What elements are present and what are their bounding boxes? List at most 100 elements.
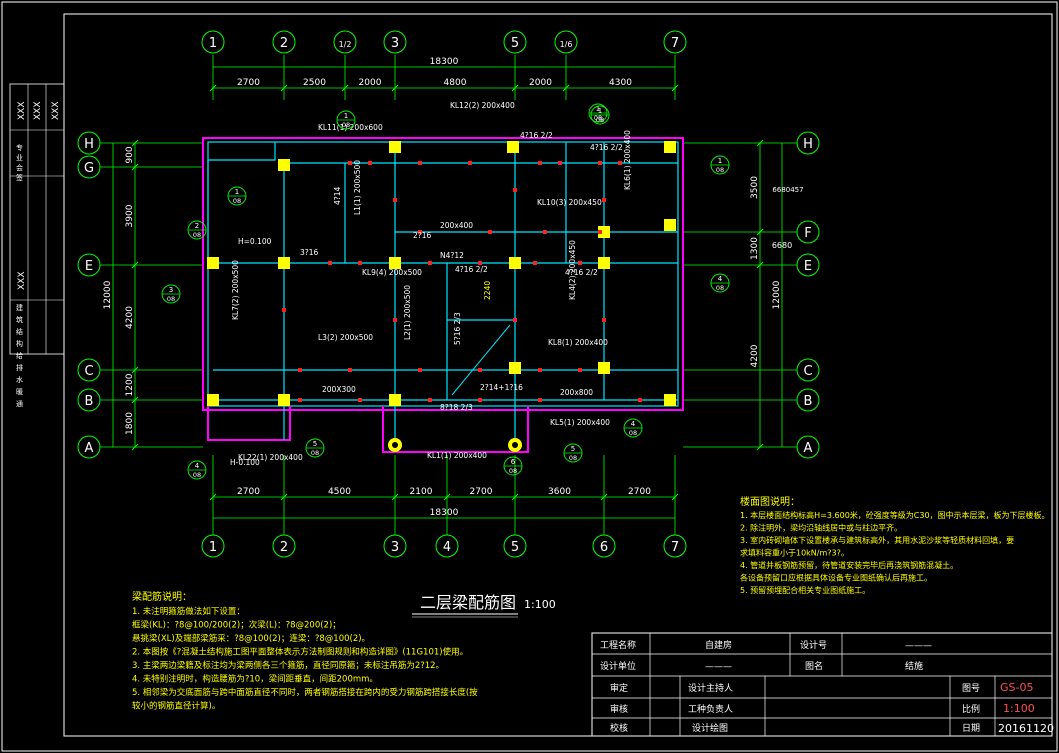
beam-annotation: N4?12	[440, 251, 464, 260]
beam-annotation: 4?16 2/2	[565, 268, 598, 277]
column	[598, 257, 610, 269]
detail-bubble-num: 5	[313, 440, 317, 448]
tb-project-name: 自建房	[705, 639, 732, 651]
dimension-tick	[391, 493, 399, 501]
plan-notes-line: 各设备预留口应根据具体设备专业图纸确认后再施工。	[740, 573, 932, 583]
dimension-tick	[391, 84, 399, 92]
beam-annotation: 200x400	[440, 221, 473, 230]
detail-bubble-num: 1	[235, 188, 239, 196]
dimension-tick	[280, 493, 288, 501]
detail-bubble-sheet: 08	[596, 116, 604, 124]
title-block: 工程名称 自建房 设计号 ——— 设计单位 ——— 图名 结施 审定 设计主持人…	[591, 632, 1054, 737]
detail-bubble-num: 1	[344, 112, 348, 120]
axis-label-top: 2	[280, 36, 288, 51]
axis-bubble-right	[796, 388, 820, 412]
beam-annotation: KL22(1) 200x400	[238, 453, 303, 462]
tb-drawing-label: 图名	[805, 660, 823, 672]
axis-label-left: B	[85, 394, 94, 409]
detail-bubble-sheet: 08	[193, 471, 201, 479]
rebar-mark	[488, 230, 492, 234]
axis-label-top: 1/6	[560, 40, 573, 49]
notch-bottom	[382, 406, 529, 453]
left-vertical-label: 会	[16, 163, 23, 172]
axis-label-left: G	[84, 161, 94, 176]
axis-label-right: C	[803, 364, 812, 379]
plan-notes-line: 5. 预留预埋配合相关专业图纸施工。	[740, 585, 870, 595]
dimension-tick	[756, 139, 764, 147]
left-vertical-label: 专	[16, 143, 23, 152]
tb-drawing-no: GS-05	[1000, 681, 1033, 694]
detail-bubble-num: 2	[195, 222, 199, 230]
dimension-text-vertical: 1800	[125, 412, 135, 435]
drawing-title: 二层梁配筋图	[420, 593, 516, 612]
axis-bubble-left	[77, 358, 101, 382]
axis-label-top: 5	[511, 36, 519, 51]
dimension-tick	[671, 493, 679, 501]
dimension-text-vertical: 3900	[125, 204, 135, 227]
axis-label-bottom: 3	[391, 540, 399, 555]
plan-notes-line: 3. 室内砖砌墙体下设置楼承与建筑标高外，其用水泥沙浆等轻质材料回填，要	[740, 535, 1014, 545]
dimension-tick	[443, 493, 451, 501]
dimension-tick	[756, 443, 764, 451]
beam-notes-line: 1. 未注明箍筋做法如下设置：	[132, 606, 245, 617]
round-column-core	[392, 442, 398, 448]
beam-notes-line: 悬挑梁(XL)及端部梁筋采：?8@100(2)；连梁：?8@100(2)。	[132, 633, 370, 644]
rebar-mark	[393, 198, 397, 202]
beam-annotation: 4?16 2/2	[455, 265, 488, 274]
dimension-tick	[131, 366, 139, 374]
beam-notes-line: 2. 本图按《?混凝土结构施工图平面整体表示方法制图规则和构造详图》(11G10…	[132, 647, 468, 658]
axis-bubble-right	[796, 220, 820, 244]
rebar-mark	[478, 368, 482, 372]
detail-bubble-sheet: 08	[509, 467, 517, 475]
column	[389, 141, 401, 153]
rebar-mark	[298, 368, 302, 372]
rebar-mark	[348, 161, 352, 165]
rebar-mark	[428, 398, 432, 402]
detail-bubble-num: 4	[631, 420, 636, 428]
dimension-tick	[280, 84, 288, 92]
outer-beam-magenta	[202, 137, 684, 411]
column	[278, 257, 290, 269]
axis-bubble-right	[796, 358, 820, 382]
dimension-text-vertical: 4200	[125, 306, 135, 329]
tb-review-label: 审核	[610, 703, 628, 715]
beam-annotation: 4?16 2/2	[590, 143, 623, 152]
detail-bubble-sheet: 08	[716, 166, 724, 174]
axis-bubble-left	[77, 155, 101, 179]
tb-design-no-label: 设计号	[800, 639, 827, 651]
column	[389, 257, 401, 269]
dimension-total-text: 18300	[430, 508, 459, 518]
column	[207, 394, 219, 406]
round-column-core	[512, 442, 518, 448]
column	[507, 141, 519, 153]
dimension-text-vertical: 4200	[750, 344, 760, 367]
rebar-mark	[282, 308, 286, 312]
axis-bubble-top	[272, 30, 296, 54]
dimension-tick	[209, 493, 217, 501]
beam-annotation: KL5(1) 200x400	[550, 418, 610, 427]
stair-diagonal	[451, 324, 511, 396]
detail-bubble-num: 4	[195, 462, 200, 470]
tb-scale: 1:100	[1003, 702, 1035, 715]
rebar-mark	[578, 368, 582, 372]
detail-bubble-num: 1	[596, 105, 600, 113]
dimension-text-vertical: 3500	[750, 176, 760, 199]
tb-scale-label: 比例	[962, 703, 980, 715]
left-vertical-label: 给	[16, 351, 23, 360]
detail-bubble-sheet: 08	[311, 449, 319, 457]
beam-annotation: KL12(2) 200x400	[450, 101, 515, 110]
left-vertical-label: 水	[16, 375, 23, 384]
rebar-mark	[328, 261, 332, 265]
rebar-mark	[298, 398, 302, 402]
detail-bubble-num: 4	[718, 275, 723, 283]
left-vertical-label: 构	[16, 339, 23, 348]
beam-notes-title: 梁配筋说明：	[132, 590, 192, 603]
left-title-1: XXX	[17, 102, 27, 121]
plan-notes-line: 4. 管道井板钢筋预留，待管道安装完毕后再浇筑钢筋混凝土。	[740, 560, 958, 570]
rebar-mark	[418, 161, 422, 165]
beam-annotation: 2240	[483, 281, 492, 300]
axis-bubble-bottom	[503, 534, 527, 558]
tb-drawing-no-label: 图号	[962, 683, 980, 694]
tb-project-name-label: 工程名称	[600, 639, 636, 651]
beam-annotation: 4?14	[333, 186, 342, 205]
